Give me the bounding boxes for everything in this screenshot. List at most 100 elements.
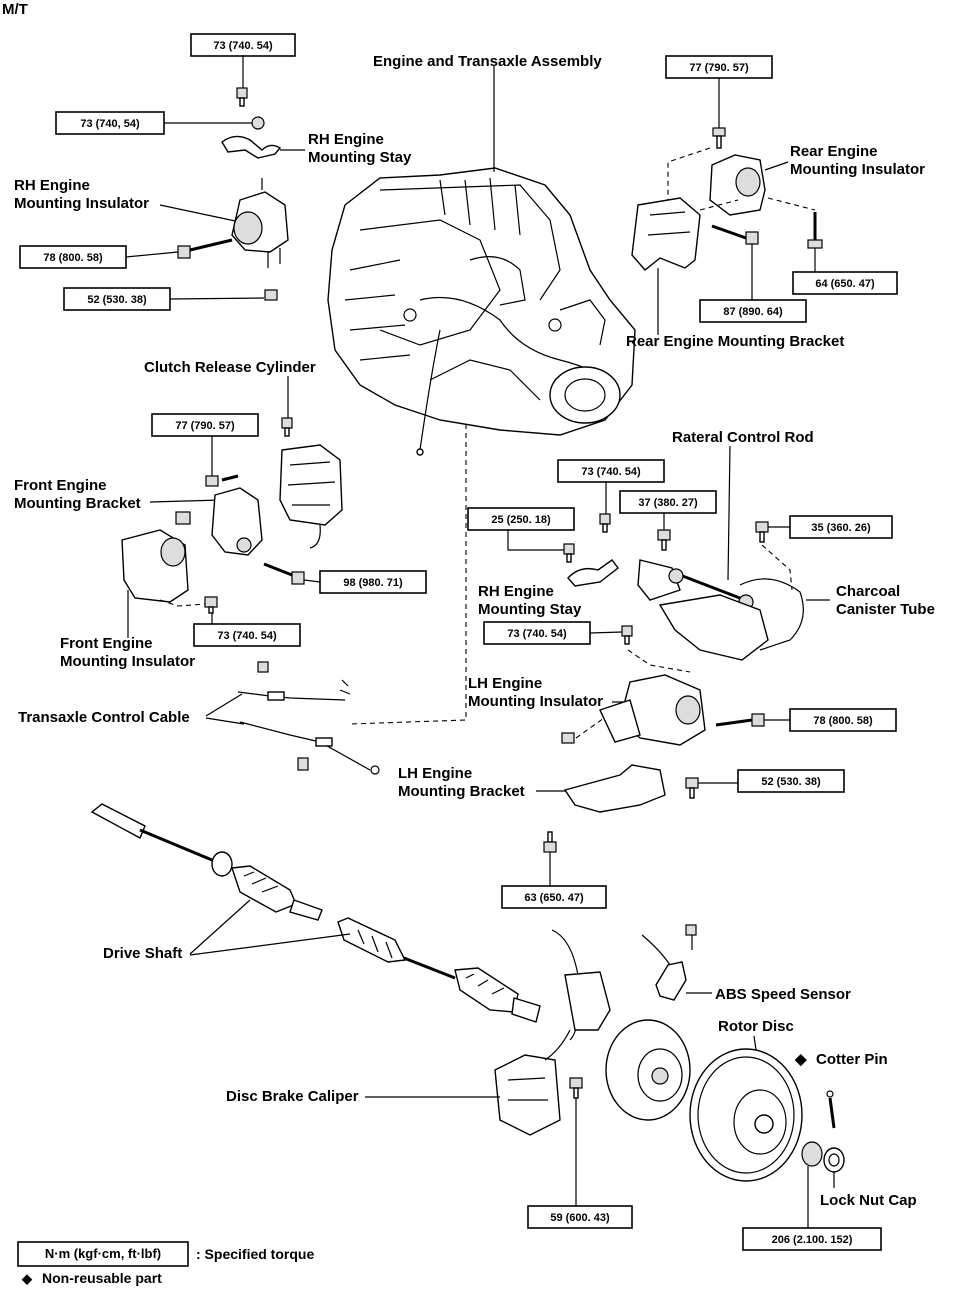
rear-mount-torque-lower: 87 (890. 64) — [699, 299, 807, 323]
svg-text:78 (800. 58): 78 (800. 58) — [813, 715, 873, 727]
disc-caliper-label: Disc Brake Caliper — [226, 1088, 359, 1105]
svg-text:77 (790. 57): 77 (790. 57) — [175, 420, 235, 432]
nut-icon — [561, 732, 575, 744]
lh-insulator-label-2: Mounting Insulator — [468, 693, 603, 710]
clutch-cylinder-part-icon — [279, 444, 343, 549]
bolt-icon — [563, 543, 575, 563]
long-bolt-icon — [177, 238, 233, 259]
transaxle-cable-part-icon — [237, 661, 380, 775]
abs-sensor-part-icon — [641, 924, 697, 1001]
transmission-variant-label: M/T — [2, 1, 28, 18]
rh-mount-torque-insulator: 78 (800. 58) — [19, 245, 127, 269]
steering-knuckle-icon — [551, 929, 611, 1041]
transaxle-cable-label: Transaxle Control Cable — [18, 709, 190, 726]
lh-insulator-label-1: LH Engine — [468, 675, 542, 692]
cotter-pin-marker: ◆ — [794, 1051, 807, 1068]
lh-ins-torque-right: 78 (800. 58) — [789, 708, 897, 732]
abs-sensor-label: ABS Speed Sensor — [715, 986, 851, 1003]
svg-text:78 (800. 58): 78 (800. 58) — [43, 252, 103, 264]
legend-nonreuse-text: Non-reusable part — [42, 1270, 162, 1286]
rear-mount-torque-bolt: 64 (650. 47) — [792, 271, 898, 295]
front-mount-torque-lower: 73 (740. 54) — [193, 623, 301, 647]
legend-torque-text: : Specified torque — [196, 1246, 314, 1262]
rh-stay-label-2: Mounting Stay — [308, 149, 412, 166]
lh-bracket-label-1: LH Engine — [398, 765, 472, 782]
rh-insulator-label-1: RH Engine — [14, 177, 90, 194]
lh-bracket-label-2: Mounting Bracket — [398, 783, 525, 800]
bolt-icon — [621, 625, 633, 645]
nut-icon — [175, 511, 191, 525]
svg-text:98 (980. 71): 98 (980. 71) — [343, 577, 403, 589]
rh-stay-part-icon — [221, 135, 282, 159]
charcoal-torque: 35 (360. 26) — [789, 515, 893, 539]
lh-insulator-part-icon — [599, 674, 706, 746]
svg-text:73 (740. 54): 73 (740. 54) — [217, 630, 277, 642]
lh-bracket-part-icon — [563, 764, 666, 813]
hub-icon — [605, 1019, 691, 1121]
rotor-disc-part-icon — [689, 1048, 803, 1182]
front-bracket-label-1: Front Engine — [14, 477, 107, 494]
bolt-icon — [599, 513, 611, 533]
engine-transaxle-label: Engine and Transaxle Assembly — [373, 53, 602, 70]
bolt-icon — [281, 417, 293, 437]
long-bolt-icon — [715, 713, 765, 727]
legend-torque-unit: N·m (kgf·cm, ft·lbf) — [17, 1241, 189, 1267]
svg-text:77 (790. 57): 77 (790. 57) — [689, 62, 749, 74]
bolt-icon — [657, 529, 671, 551]
rotor-disc-label: Rotor Disc — [718, 1018, 794, 1035]
rear-insulator-label-2: Mounting Insulator — [790, 161, 925, 178]
bolt-icon — [712, 127, 726, 149]
bolt-icon — [263, 562, 305, 585]
svg-text:35 (360. 26): 35 (360. 26) — [811, 522, 871, 534]
front-insulator-part-icon — [121, 529, 189, 603]
svg-text:52 (530. 38): 52 (530. 38) — [87, 294, 147, 306]
bolt-icon — [543, 831, 557, 853]
drive-shaft-label: Drive Shaft — [103, 945, 182, 962]
bolt-icon — [205, 474, 239, 487]
caliper-torque: 59 (600. 43) — [527, 1205, 633, 1229]
lh-bracket-torque: 52 (530. 38) — [737, 769, 845, 793]
legend-nonreuse-marker: ◆ — [21, 1271, 33, 1286]
svg-text:52 (530. 38): 52 (530. 38) — [761, 776, 821, 788]
drive-shaft-upper-icon — [90, 803, 323, 921]
rh-stay-2-part-icon — [567, 559, 619, 587]
rear-bracket-part-icon — [631, 197, 701, 271]
bolt-icon — [236, 87, 248, 107]
stay-2-torque: 25 (250. 18) — [467, 507, 575, 531]
drive-shaft-lower-icon — [337, 917, 541, 1023]
svg-text:59 (600. 43): 59 (600. 43) — [550, 1212, 610, 1224]
caliper-part-icon — [494, 1029, 571, 1136]
rateral-torque-b: 37 (380. 27) — [619, 490, 717, 514]
front-mount-torque-bolt: 98 (980. 71) — [319, 570, 427, 594]
rateral-rod-part-icon — [637, 559, 804, 661]
rh-insulator-part-icon — [231, 178, 289, 268]
cotter-pin-icon — [826, 1090, 836, 1129]
svg-text:N·m (kgf·cm, ft·lbf): N·m (kgf·cm, ft·lbf) — [45, 1246, 161, 1261]
svg-text:64 (650. 47): 64 (650. 47) — [815, 278, 875, 290]
rear-insulator-label-1: Rear Engine — [790, 143, 878, 160]
rh-mount-torque-stay: 73 (740, 54) — [55, 111, 165, 135]
cotter-pin-label: Cotter Pin — [816, 1051, 888, 1068]
lh-ins-torque-left: 73 (740. 54) — [483, 621, 591, 645]
front-bracket-label-2: Mounting Bracket — [14, 495, 141, 512]
rh-stay-2-label-2: Mounting Stay — [478, 601, 582, 618]
bolt-icon — [711, 224, 759, 245]
svg-text:87 (890. 64): 87 (890. 64) — [723, 306, 783, 318]
nut-icon — [251, 116, 265, 130]
bolt-icon — [204, 596, 218, 614]
lh-lower-torque: 63 (650. 47) — [501, 885, 607, 909]
svg-text:73 (740. 54): 73 (740. 54) — [213, 40, 273, 52]
engine-transaxle-illustration — [327, 167, 636, 456]
bolt-icon — [807, 212, 823, 249]
rh-insulator-label-2: Mounting Insulator — [14, 195, 149, 212]
front-bracket-part-icon — [211, 487, 263, 556]
hub-nut-icon — [801, 1141, 845, 1173]
nut-icon — [264, 289, 278, 301]
charcoal-label-1: Charcoal — [836, 583, 900, 600]
hub-torque: 206 (2.100. 152) — [742, 1227, 882, 1251]
rh-stay-2-label-1: RH Engine — [478, 583, 554, 600]
rear-insulator-part-icon — [709, 154, 766, 216]
front-insulator-label-1: Front Engine — [60, 635, 153, 652]
